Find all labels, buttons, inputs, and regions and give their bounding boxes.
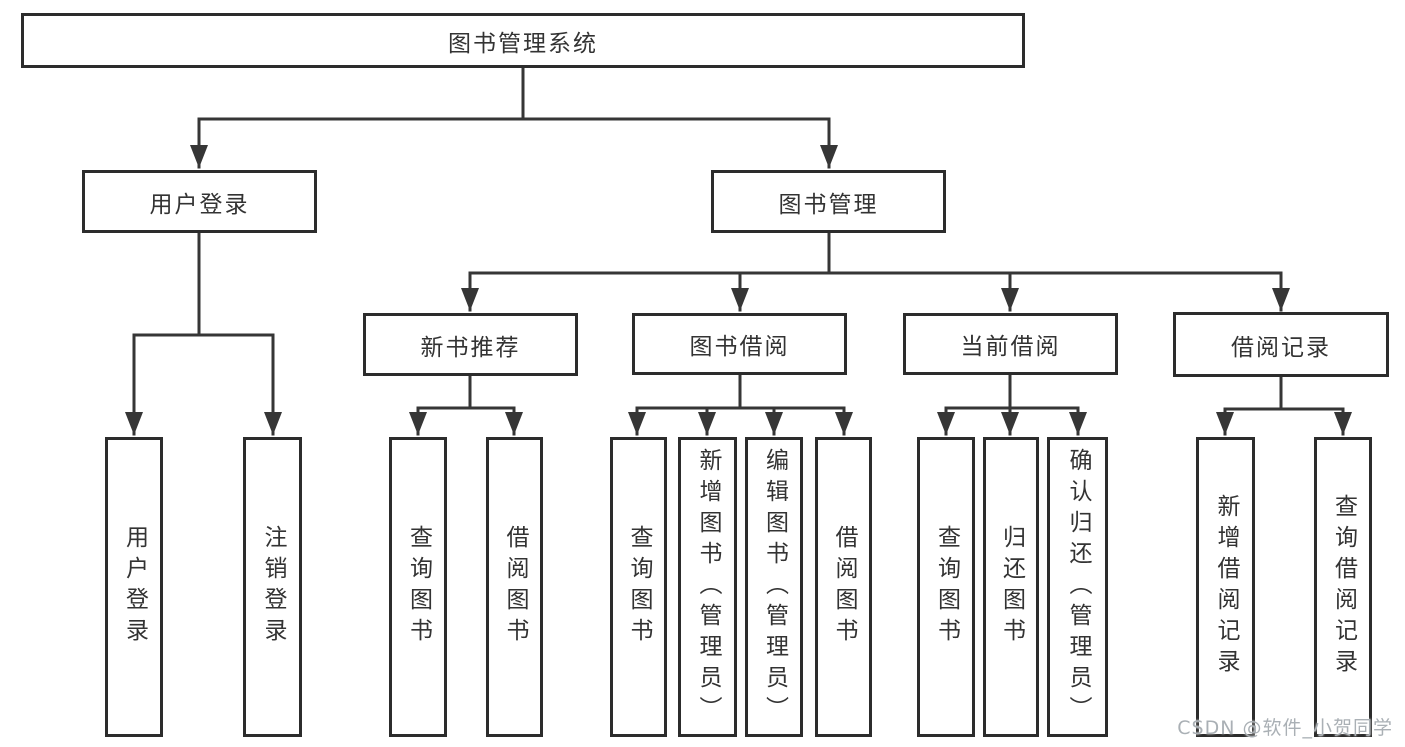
node-new-book-recommendation: 新书推荐 [363, 313, 578, 376]
leaf-borrow-books-recommend: 借阅图书 [486, 437, 543, 737]
leaf-edit-books-admin: 编辑图书（管理员） [745, 437, 803, 737]
node-current-borrowing: 当前借阅 [903, 313, 1118, 375]
node-user-login: 用户登录 [82, 170, 317, 233]
node-library-system: 图书管理系统 [21, 13, 1025, 68]
leaf-query-books-borrow: 查询图书 [610, 437, 667, 737]
leaf-confirm-return-admin: 确认归还（管理员） [1047, 437, 1108, 737]
node-borrowing-records: 借阅记录 [1173, 312, 1389, 377]
watermark: CSDN @软件_小贺同学 [1177, 717, 1393, 739]
leaf-user-login: 用户登录 [105, 437, 163, 737]
connector-segments [125, 66, 1352, 436]
leaf-add-books-admin: 新增图书（管理员） [678, 437, 737, 737]
leaf-query-books-current: 查询图书 [917, 437, 975, 737]
leaf-add-borrow-record: 新增借阅记录 [1196, 437, 1255, 737]
node-book-borrowing: 图书借阅 [632, 313, 847, 375]
leaf-return-books: 归还图书 [983, 437, 1039, 737]
leaf-query-borrow-record: 查询借阅记录 [1314, 437, 1372, 737]
node-book-management: 图书管理 [711, 170, 946, 233]
leaf-query-books-recommend: 查询图书 [389, 437, 447, 737]
leaf-logout: 注销登录 [243, 437, 302, 737]
leaf-borrow-books-borrow: 借阅图书 [815, 437, 872, 737]
